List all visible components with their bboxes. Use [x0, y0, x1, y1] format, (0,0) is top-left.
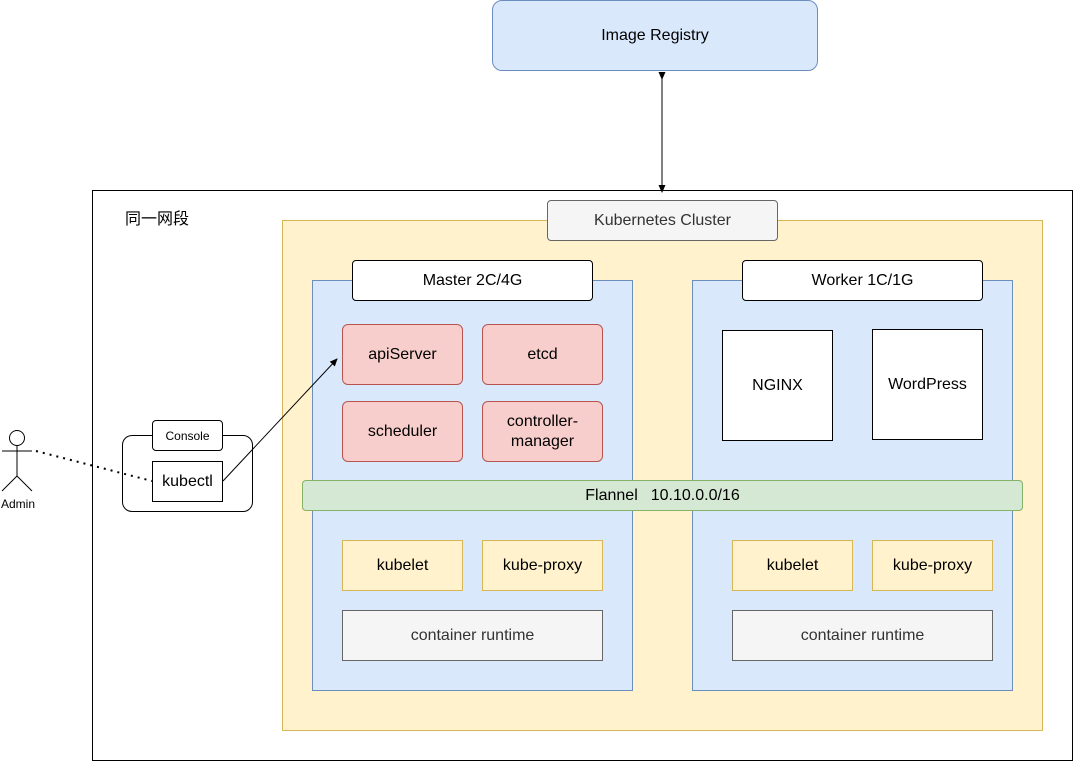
worker-node-title: Worker 1C/1G: [811, 271, 914, 289]
scheduler-node: scheduler: [342, 401, 463, 462]
wordpress-node: WordPress: [872, 329, 983, 440]
flannel-cidr: 10.10.0.0/16: [650, 486, 740, 504]
worker-node-title-box: Worker 1C/1G: [742, 260, 983, 301]
etcd-node: etcd: [482, 324, 603, 385]
controller-manager-node: controller-manager: [482, 401, 603, 462]
worker-container-runtime-label: container runtime: [800, 626, 925, 644]
kubernetes-cluster-label-box: Kubernetes Cluster: [547, 200, 778, 241]
master-kubelet-label: kubelet: [376, 556, 429, 574]
worker-kube-proxy-node: kube-proxy: [872, 540, 993, 591]
etcd-label: etcd: [527, 345, 558, 363]
wordpress-label: WordPress: [888, 375, 967, 393]
worker-kube-proxy-label: kube-proxy: [892, 556, 973, 574]
flannel-network-bar: Flannel 10.10.0.0/16: [302, 480, 1023, 511]
admin-actor-icon: [1, 430, 33, 492]
worker-kubelet-node: kubelet: [732, 540, 853, 591]
master-kubelet-node: kubelet: [342, 540, 463, 591]
master-container-runtime-label: container runtime: [410, 626, 535, 644]
nginx-label: NGINX: [752, 376, 803, 394]
image-registry-label: Image Registry: [601, 26, 709, 44]
kubernetes-cluster-label: Kubernetes Cluster: [594, 211, 731, 229]
master-kube-proxy-node: kube-proxy: [482, 540, 603, 591]
worker-container-runtime-node: container runtime: [732, 610, 993, 661]
master-node-title: Master 2C/4G: [422, 271, 523, 289]
scheduler-label: scheduler: [367, 422, 438, 440]
kubectl-label: kubectl: [162, 472, 213, 490]
image-registry-node: Image Registry: [492, 0, 818, 71]
worker-kubelet-label: kubelet: [766, 556, 819, 574]
flannel-label: Flannel: [585, 486, 638, 504]
master-node-title-box: Master 2C/4G: [352, 260, 593, 301]
network-segment-label: 同一网段: [125, 211, 190, 228]
controller-manager-label: controller-manager: [506, 412, 579, 450]
master-container-runtime-node: container runtime: [342, 610, 603, 661]
apiserver-node: apiServer: [342, 324, 463, 385]
kubectl-node: kubectl: [152, 461, 223, 502]
console-label-box: Console: [152, 420, 223, 451]
console-label: Console: [165, 428, 210, 443]
master-kube-proxy-label: kube-proxy: [502, 556, 583, 574]
nginx-node: NGINX: [722, 330, 833, 441]
apiserver-label: apiServer: [368, 345, 437, 363]
admin-label: Admin: [0, 497, 35, 511]
